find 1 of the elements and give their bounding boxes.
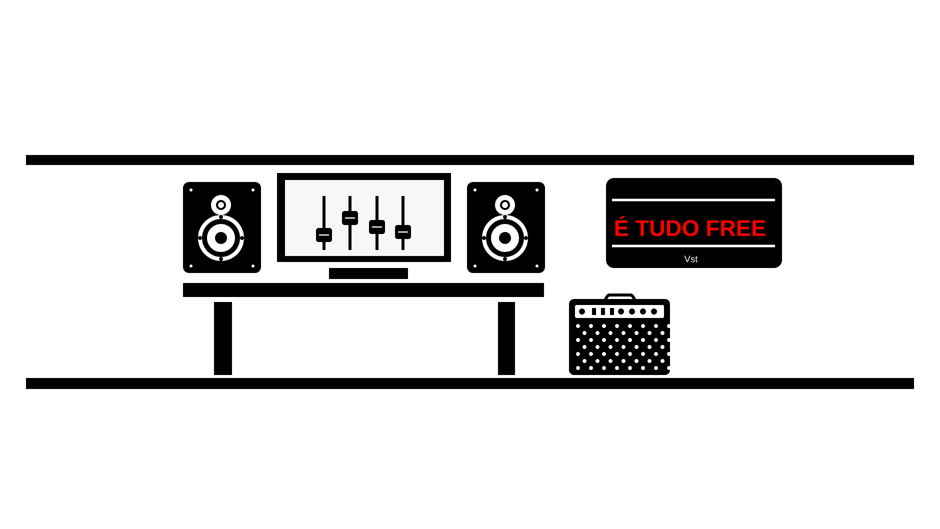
sign-box: É TUDO FREE Vst [606, 178, 782, 268]
